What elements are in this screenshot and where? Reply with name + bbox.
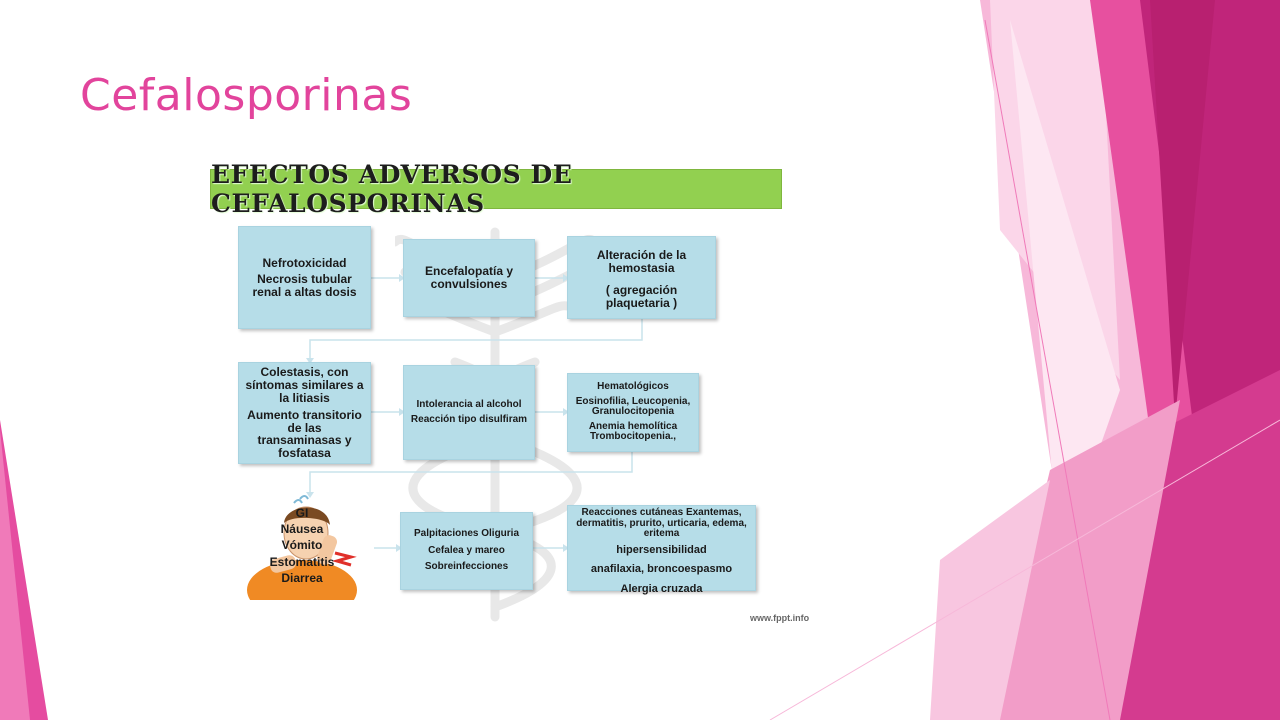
gi-item: Estomatitis <box>269 554 335 569</box>
slide-title: Cefalosporinas <box>80 70 413 121</box>
box-heading: Nefrotoxicidad <box>262 255 347 270</box>
box-heading: Intolerancia al alcohol <box>416 399 522 410</box>
box-text: Sobreinfecciones <box>424 561 509 573</box>
box-text: Alergia cruzada <box>620 582 703 595</box>
box-text: Eosinofilia, Leucopenia, Granulocitopeni… <box>575 395 691 418</box>
gi-item: Vómito <box>281 538 323 553</box>
box-colestasis: Colestasis, con síntomas similares a la … <box>238 362 371 464</box>
box-text: Reacciones cutáneas Exantemas, dermatiti… <box>576 507 747 539</box>
sick-person-icon <box>247 495 357 600</box>
box-text: Anemia hemolítica Trombocitopenia., <box>588 420 678 443</box>
box-text: hipersensibilidad <box>616 543 707 556</box>
box-text: anafilaxia, broncoespasmo <box>590 563 733 576</box>
box-intolerancia-alcohol: Intolerancia al alcohol Reacción tipo di… <box>403 365 535 460</box>
box-hematologicos: Hematológicos Eosinofilia, Leucopenia, G… <box>567 373 699 452</box>
box-text: Reacción tipo disulfiram <box>410 413 528 425</box>
gi-item: GI <box>295 506 309 520</box>
banner-text: Efectos adversos de cefalosporinas <box>211 160 573 218</box>
box-text: ( agregación plaquetaria ) <box>605 283 678 310</box>
box-text: Necrosis tubular renal a altas dosis <box>252 272 357 299</box>
diagram-banner: Efectos adversos de cefalosporinas <box>210 160 782 218</box>
box-encefalopatia: Encefalopatía y convulsiones <box>403 239 535 317</box>
watermark-text: www.fppt.info <box>750 613 810 623</box>
box-heading: Encefalopatía y convulsiones <box>424 264 514 291</box>
gi-symptom-list: GI Náusea Vómito Estomatitis Diarrea <box>262 505 342 586</box>
box-text: Cefalea y mareo <box>428 544 505 556</box>
gi-item: Diarrea <box>281 570 323 585</box>
box-heading: Colestasis, con síntomas similares a la … <box>245 365 364 405</box>
box-hemostasia: Alteración de la hemostasia ( agregación… <box>567 236 716 319</box>
box-heading: Alteración de la hemostasia <box>596 248 687 275</box>
box-text: Aumento transitorio de las transaminasas… <box>247 408 362 460</box>
box-palpitaciones: Palpitaciones Oliguria Cefalea y mareo S… <box>400 512 533 590</box>
box-nefrotoxicidad: Nefrotoxicidad Necrosis tubular renal a … <box>238 226 371 329</box>
box-heading: Hematológicos <box>597 381 669 393</box>
gi-item: Náusea <box>280 522 324 537</box>
box-text: Palpitaciones Oliguria <box>413 528 520 540</box>
box-reacciones-cutaneas: Reacciones cutáneas Exantemas, dermatiti… <box>567 505 756 594</box>
